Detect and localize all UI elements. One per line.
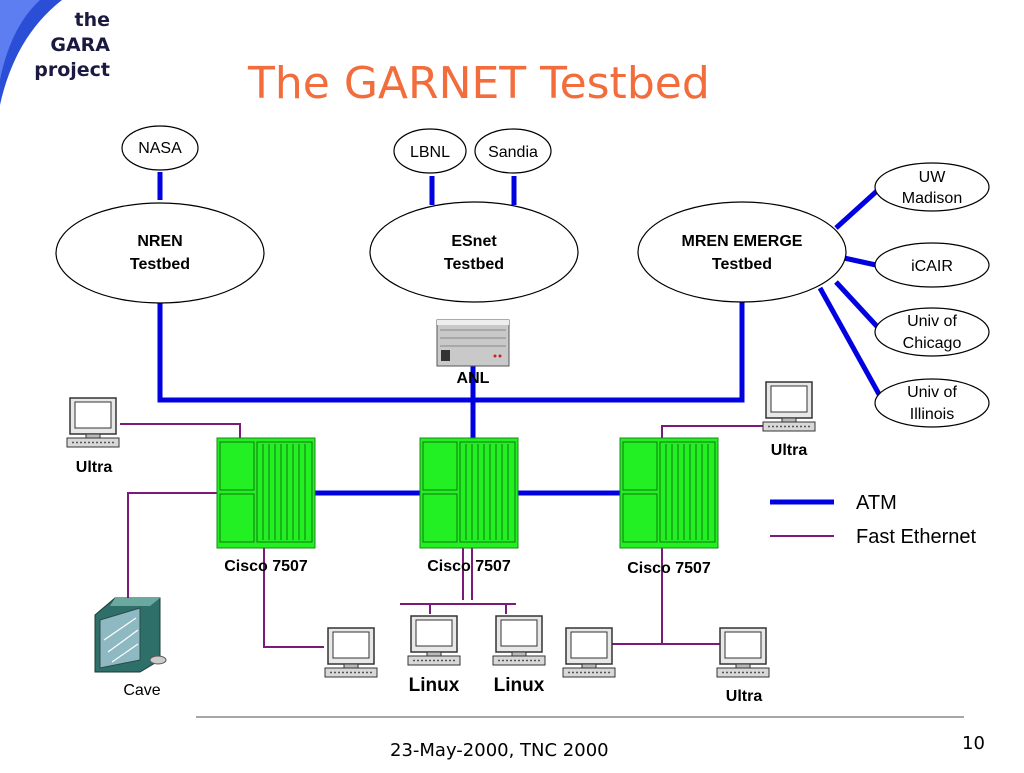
label-linux2: Linux: [494, 675, 545, 696]
label-uchicago-line2: Chicago: [903, 335, 962, 352]
workstation-linux1-icon: [407, 615, 461, 666]
logo-line3: project: [34, 59, 110, 81]
node-nasa: NASA: [121, 125, 199, 171]
label-icair: iCAIR: [911, 258, 953, 275]
eth-ultra-left: [120, 423, 241, 438]
label-uw-line2: Madison: [902, 190, 962, 207]
workstation-linux2-icon: [492, 615, 546, 666]
footer-text: 23-May-2000, TNC 2000: [390, 740, 609, 761]
router-left: [216, 437, 316, 549]
workstation-ultra-right-icon: [762, 381, 816, 432]
atm-backbone: [157, 298, 745, 403]
label-nasa: NASA: [138, 140, 182, 157]
label-uillinois-line2: Illinois: [910, 406, 954, 423]
label-uw-line1: UW: [919, 169, 947, 186]
node-lbnl: LBNL: [393, 128, 467, 174]
atm-link-icair: [843, 255, 877, 268]
atm-links: [157, 172, 886, 505]
label-ultra-right: Ultra: [771, 442, 808, 459]
label-uchicago-line1: Univ of: [907, 313, 957, 330]
label-router-center: Cisco 7507: [427, 558, 511, 575]
node-uw-madison: UW Madison: [874, 162, 990, 212]
workstation-ultra-bottom-icon: [716, 627, 770, 678]
label-router-right: Cisco 7507: [627, 560, 711, 577]
label-cave: Cave: [123, 682, 160, 699]
router-right: [619, 437, 719, 549]
cave-icon: [94, 597, 167, 673]
label-nren-line1: NREN: [137, 233, 182, 250]
node-esnet-testbed: ESnet Testbed: [369, 201, 579, 303]
workstation-host-right-icon: [562, 627, 616, 678]
legend: ATM Fast Ethernet: [856, 492, 977, 548]
label-ultra-bottom: Ultra: [726, 688, 763, 705]
label-ultra-left: Ultra: [76, 459, 113, 476]
atm-link-uw: [834, 188, 880, 230]
router-center: [419, 437, 519, 549]
anl-switch-icon: [436, 319, 510, 367]
logo-line2: GARA: [50, 34, 110, 56]
label-nren-line2: Testbed: [130, 256, 190, 273]
logo-text: the GARA project: [0, 8, 110, 83]
node-icair: iCAIR: [874, 242, 990, 288]
slide-title: The GARNET Testbed: [248, 58, 710, 109]
gara-logo: [0, 0, 62, 105]
node-mren-testbed: MREN EMERGE Testbed: [637, 201, 847, 303]
label-sandia: Sandia: [488, 144, 538, 161]
workstation-ultra-left-icon: [66, 397, 120, 448]
atm-link-uillinois: [817, 286, 883, 398]
logo-line1: the: [74, 9, 111, 31]
label-anl: ANL: [457, 370, 490, 387]
legend-ethernet-label: Fast Ethernet: [856, 526, 977, 548]
ethernet-links: [120, 423, 834, 648]
label-esnet-line2: Testbed: [444, 256, 504, 273]
label-mren-line2: Testbed: [712, 256, 772, 273]
label-lbnl: LBNL: [410, 144, 450, 161]
workstation-host-left-icon: [324, 627, 378, 678]
node-sandia: Sandia: [474, 128, 552, 174]
eth-left-host: [263, 548, 324, 648]
eth-ultra-right: [661, 425, 766, 438]
eth-cave: [127, 492, 218, 598]
label-esnet-line1: ESnet: [451, 233, 497, 250]
label-router-left: Cisco 7507: [224, 558, 308, 575]
page-number: 10: [962, 733, 985, 754]
label-linux1: Linux: [409, 675, 460, 696]
legend-atm-label: ATM: [856, 492, 897, 514]
node-nren-testbed: NREN Testbed: [55, 202, 265, 304]
label-mren-line1: MREN EMERGE: [682, 233, 803, 250]
node-univ-chicago: Univ of Chicago: [874, 307, 990, 357]
node-univ-illinois: Univ of Illinois: [874, 378, 990, 428]
atm-link-uchicago: [834, 280, 886, 336]
label-uillinois-line1: Univ of: [907, 384, 957, 401]
